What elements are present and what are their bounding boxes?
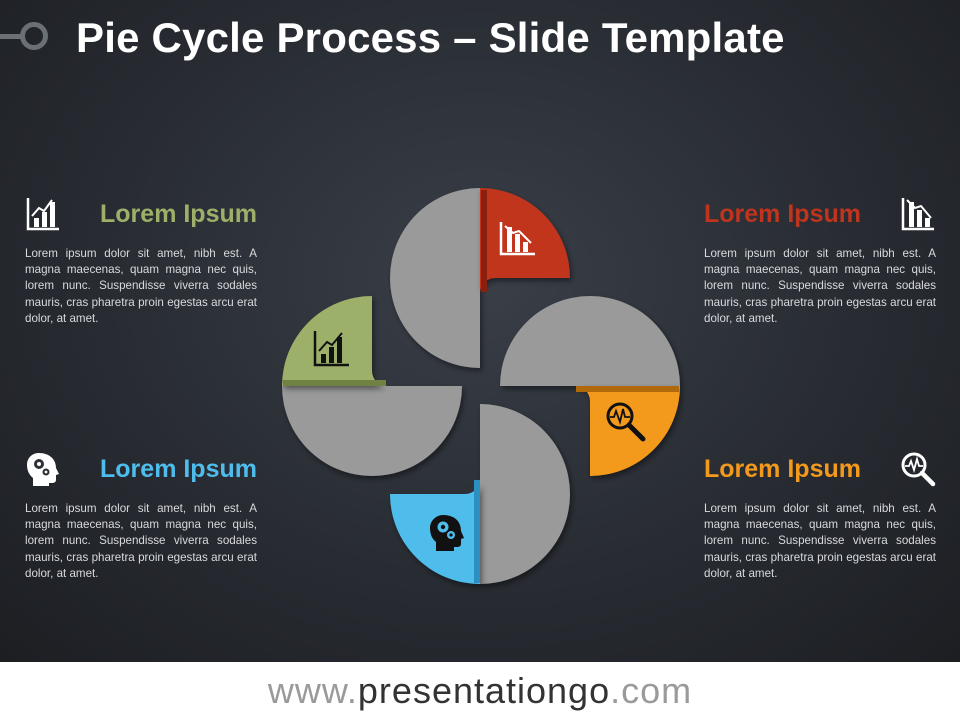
item-label: Lorem Ipsum (100, 200, 257, 228)
pie-segment-red (480, 188, 570, 293)
magnifier-pulse-icon (606, 402, 646, 442)
title-decor-ring (20, 22, 48, 50)
title-decor-line (0, 34, 22, 39)
pie-petal-bottom (480, 404, 570, 584)
text-block-bottom-left: Lorem Ipsum Lorem ipsum dolor sit amet, … (25, 451, 257, 582)
decline-chart-icon (499, 222, 535, 256)
pie-petal-right (500, 296, 680, 386)
pie-segment-orange (575, 386, 680, 476)
item-label: Lorem Ipsum (100, 455, 257, 483)
pie-petal-top (390, 188, 480, 368)
item-label: Lorem Ipsum (704, 200, 861, 228)
pie-cycle-diagram (282, 188, 680, 584)
pie-petal-left (282, 386, 462, 476)
slide: Pie Cycle Process – Slide Template Lorem… (0, 0, 960, 662)
footer-url-suffix: .com (610, 670, 693, 711)
text-block-bottom-right: Lorem Ipsum Lorem ipsum dolor sit amet, … (704, 451, 936, 582)
item-text: Lorem ipsum dolor sit amet, nibh est. A … (25, 502, 257, 580)
text-block-top-right: Lorem Ipsum Lorem ipsum dolor sit amet, … (704, 196, 936, 327)
footer: www.presentationgo.com (0, 662, 960, 720)
item-text: Lorem ipsum dolor sit amet, nibh est. A … (704, 247, 936, 325)
head-gears-icon (430, 515, 464, 551)
decline-chart-icon (900, 196, 936, 232)
growth-chart-icon (313, 331, 349, 367)
footer-url-brand: presentationgo (357, 670, 611, 711)
item-label: Lorem Ipsum (704, 455, 861, 483)
head-gears-icon (25, 451, 61, 487)
growth-chart-icon (25, 196, 61, 232)
slide-title: Pie Cycle Process – Slide Template (76, 14, 785, 61)
footer-url-prefix: www. (267, 670, 358, 711)
magnifier-pulse-icon (900, 451, 936, 487)
item-text: Lorem ipsum dolor sit amet, nibh est. A … (25, 247, 257, 325)
item-text: Lorem ipsum dolor sit amet, nibh est. A … (704, 502, 936, 580)
text-block-top-left: Lorem Ipsum Lorem ipsum dolor sit amet, … (25, 196, 257, 327)
footer-url[interactable]: www.presentationgo.com (268, 670, 692, 712)
